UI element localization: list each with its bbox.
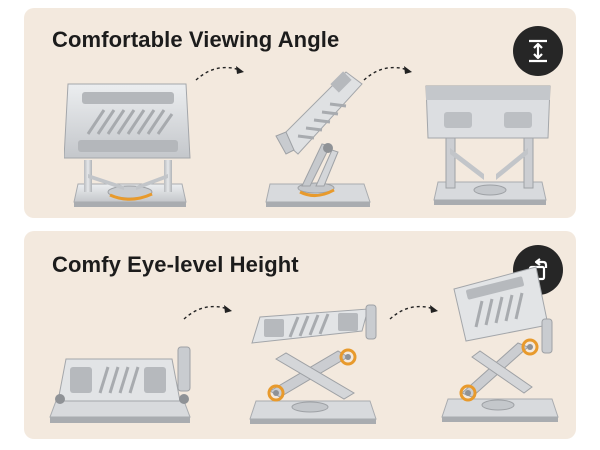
dashed-arrow-icon [363, 66, 412, 81]
panel-title-viewing-angle: Comfortable Viewing Angle [52, 27, 340, 52]
stand-mid-height-image [238, 301, 388, 436]
stand-flat-front-image [63, 74, 194, 218]
dashed-arrow-icon [183, 305, 232, 320]
panel-title-eye-level-height: Comfy Eye-level Height [52, 252, 299, 277]
dashed-arrow-icon [389, 305, 438, 320]
stand-folded-image [40, 339, 200, 434]
vertical-adjust-icon [513, 26, 563, 76]
stand-back-view-image [424, 78, 554, 218]
viewing-angle-panel: Comfortable Viewing Angle [24, 8, 576, 218]
dashed-arrow-icon [195, 66, 244, 81]
stand-tilted-side-image [246, 66, 376, 218]
stand-raised-image [432, 261, 572, 436]
eye-level-height-panel: Comfy Eye-level Height [24, 231, 576, 439]
